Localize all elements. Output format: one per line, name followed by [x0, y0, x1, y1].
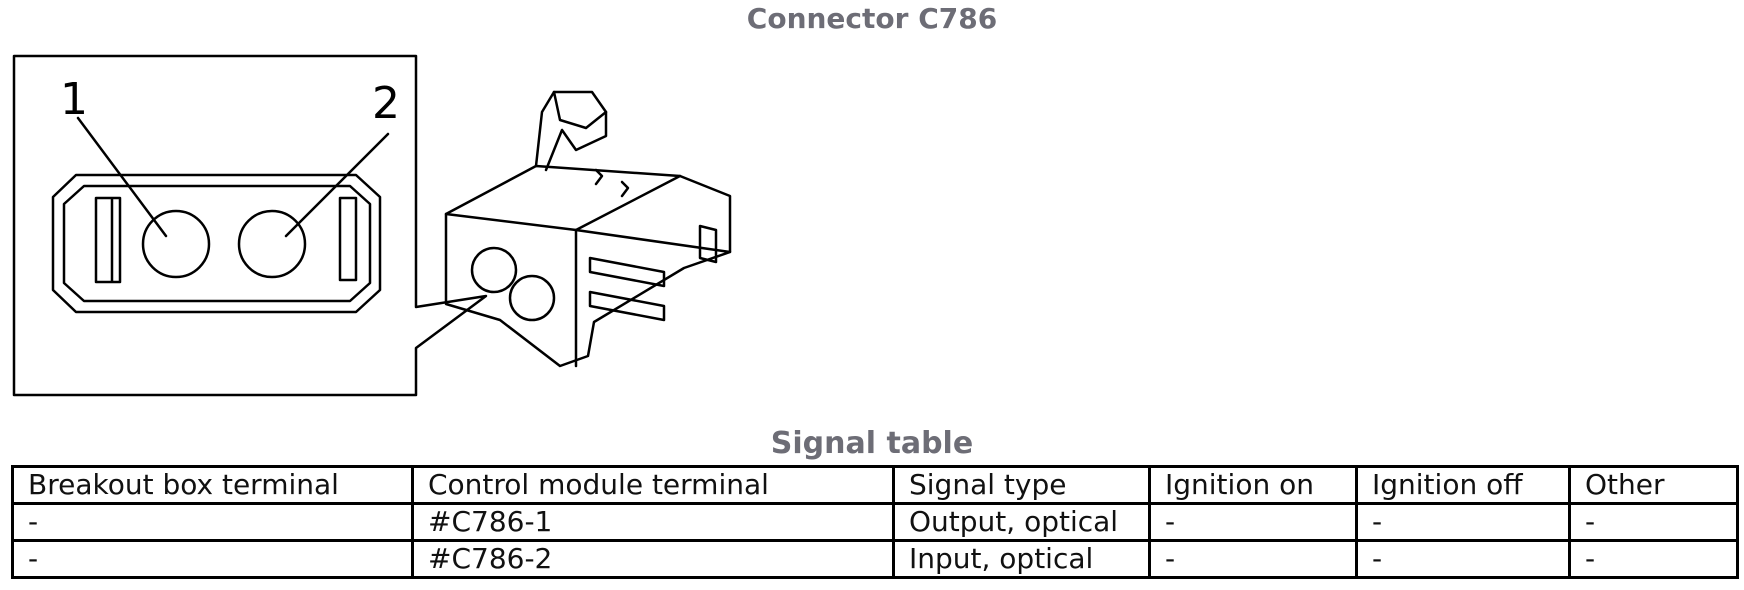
table-cell: -	[1355, 502, 1571, 542]
pin-2-cavity	[237, 209, 307, 279]
body-pin-2	[508, 274, 556, 322]
table-row: - #C786-2 Input, optical - - -	[11, 539, 1739, 579]
signal-table: Breakout box terminal Control module ter…	[11, 465, 1739, 579]
inset-frame	[12, 54, 488, 397]
table-cell: -	[1148, 502, 1358, 542]
table-row: - #C786-1 Output, optical - - -	[11, 502, 1739, 542]
signal-table-title: Signal table	[770, 426, 974, 461]
header-ignition-on: Ignition on	[1148, 465, 1358, 505]
header-breakout-box-terminal: Breakout box terminal	[11, 465, 414, 505]
header-ignition-off: Ignition off	[1355, 465, 1571, 505]
header-control-module-terminal: Control module terminal	[411, 465, 895, 505]
table-cell: #C786-1	[411, 502, 895, 542]
table-cell: -	[11, 539, 414, 579]
body-pin-1	[470, 246, 518, 294]
table-cell: Output, optical	[892, 502, 1151, 542]
table-cell: #C786-2	[411, 539, 895, 579]
header-other: Other	[1568, 465, 1739, 505]
table-cell: -	[1355, 539, 1571, 579]
connector-face-outline	[51, 173, 382, 314]
pin-1-label: 1	[60, 74, 88, 125]
connector-title: Connector C786	[746, 2, 998, 35]
table-cell: -	[11, 502, 414, 542]
table-header-row: Breakout box terminal Control module ter…	[11, 465, 1739, 505]
table-cell: Input, optical	[892, 539, 1151, 579]
connector-diagram: 1 2	[12, 54, 732, 397]
connector-body	[444, 164, 732, 368]
table-cell: -	[1568, 539, 1739, 579]
table-cell: -	[1568, 502, 1739, 542]
header-signal-type: Signal type	[892, 465, 1151, 505]
pin-1-cavity	[141, 209, 211, 279]
pin-2-label: 2	[372, 78, 400, 129]
table-cell: -	[1148, 539, 1358, 579]
